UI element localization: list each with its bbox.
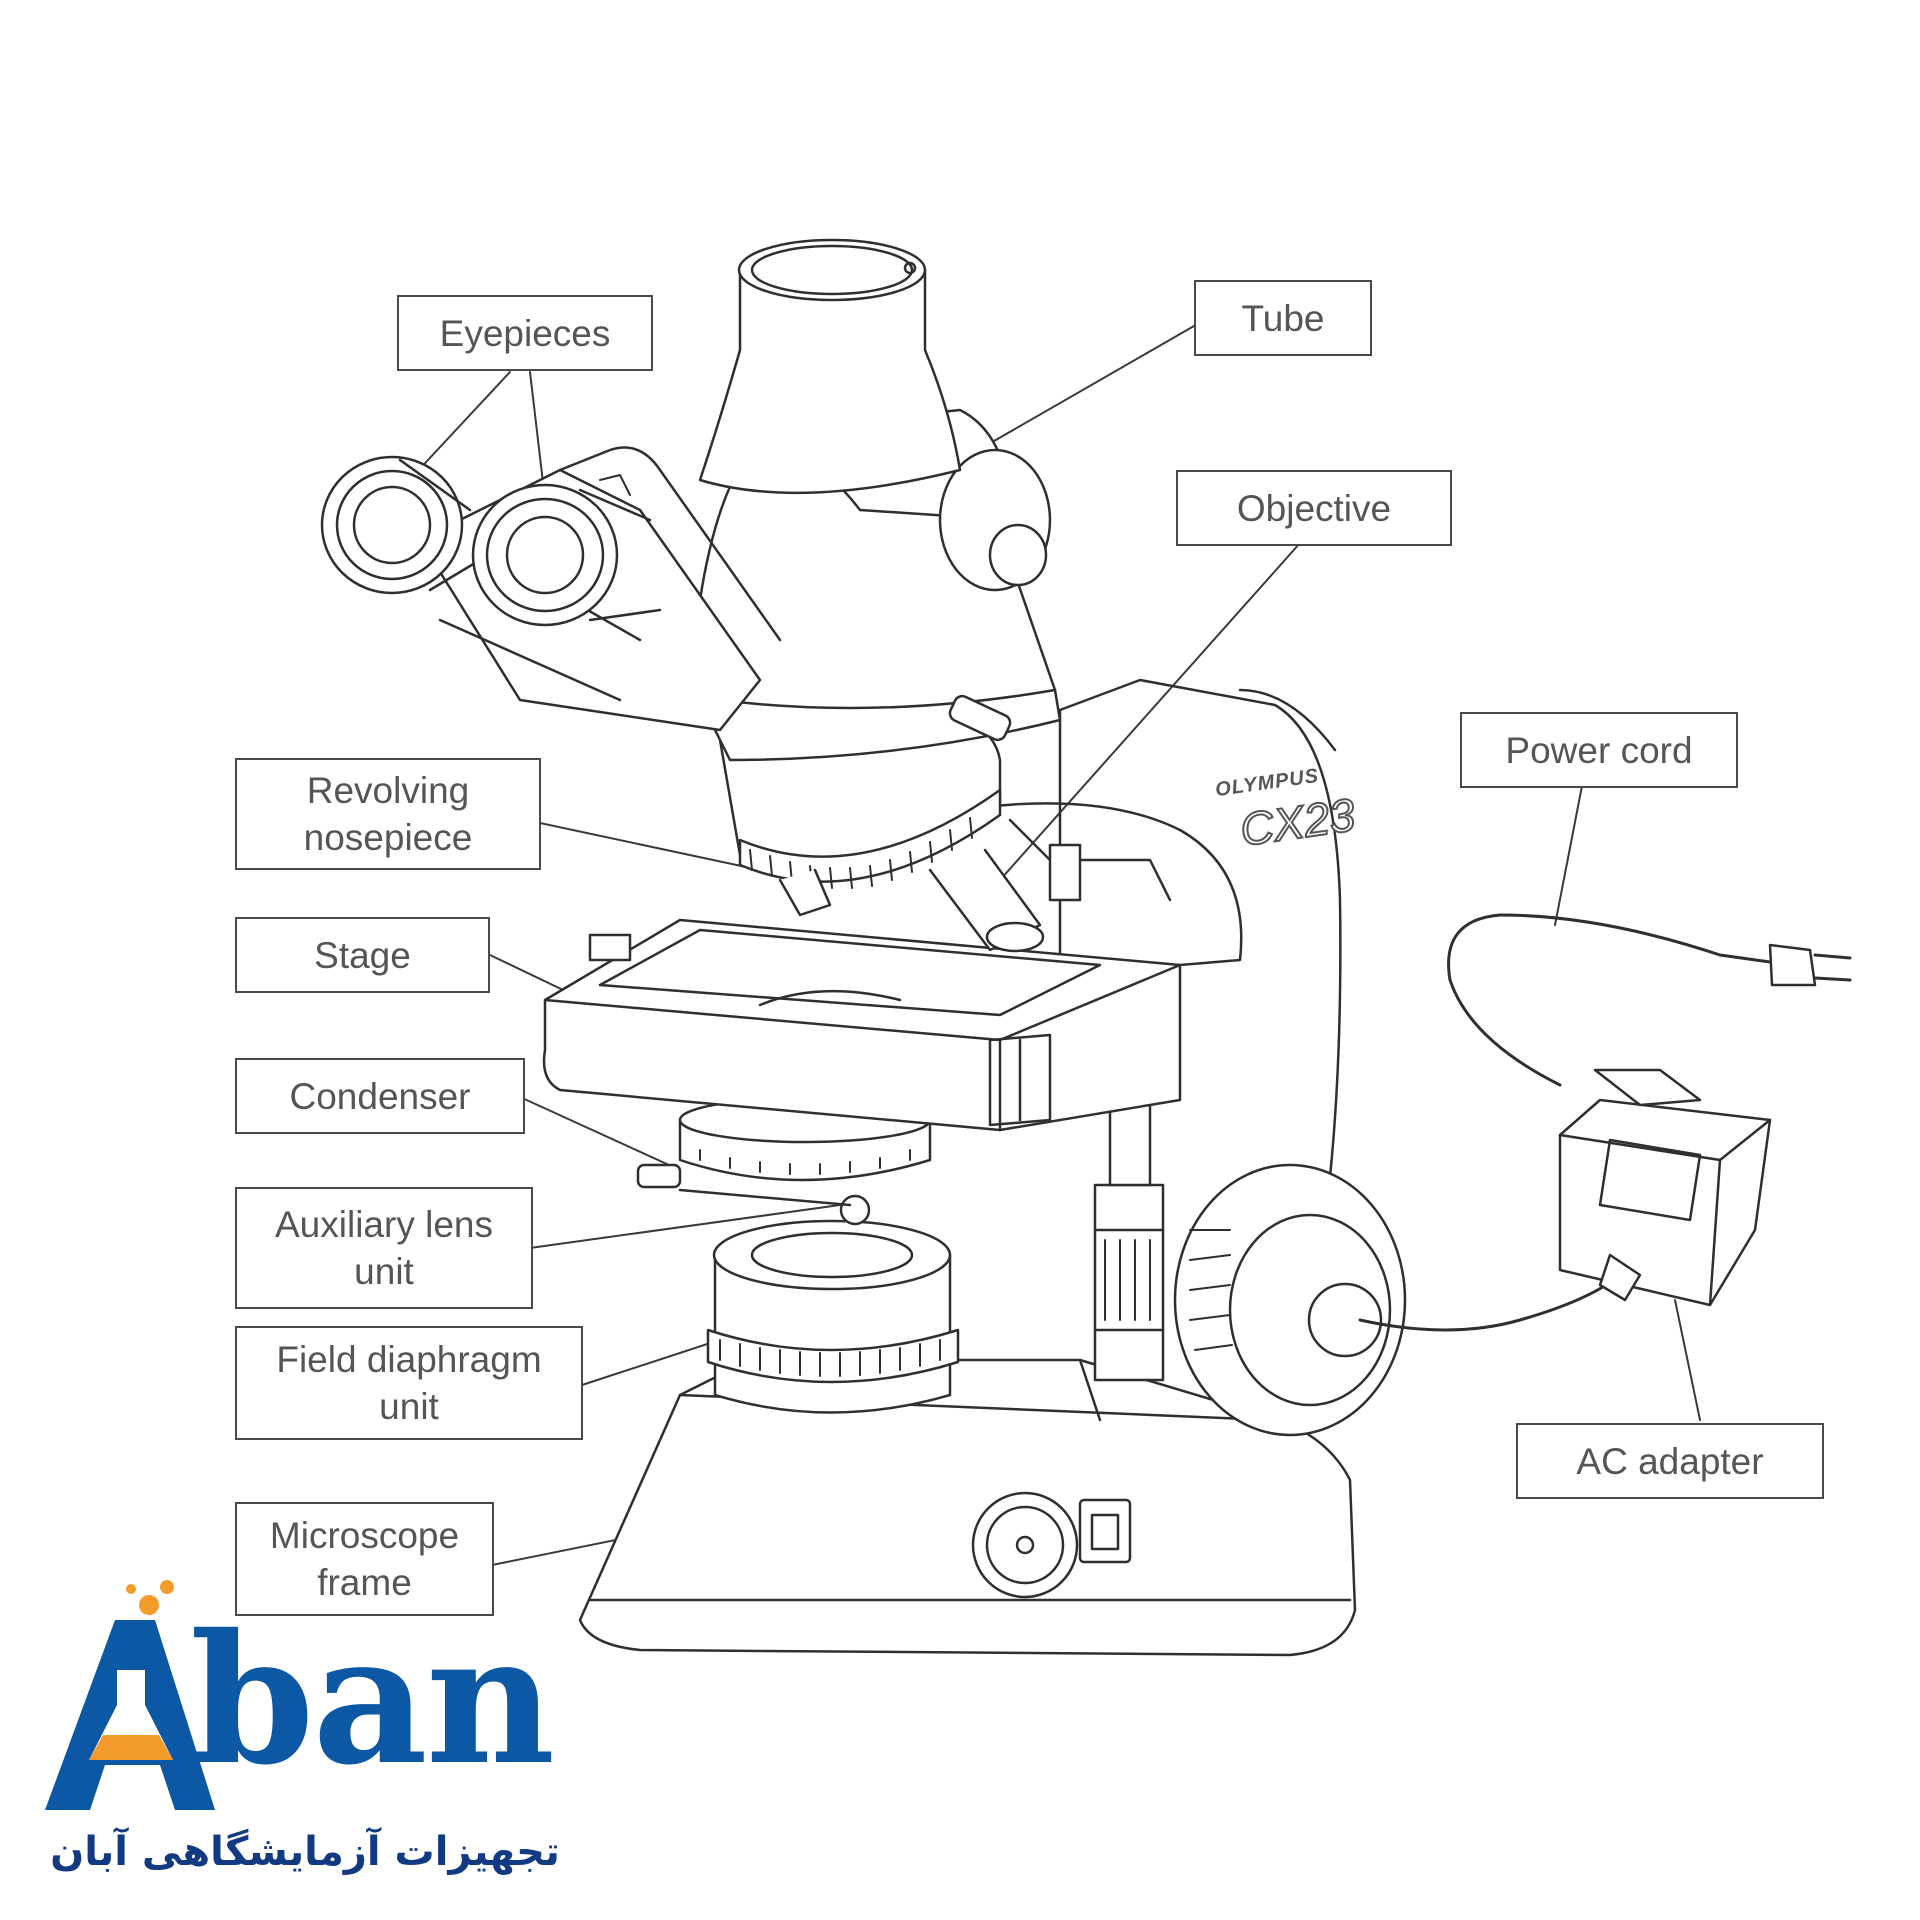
auxiliary-lens-shape	[678, 1188, 871, 1226]
label-ac-adapter: AC adapter	[1576, 1440, 1764, 1482]
head-shape	[698, 408, 1062, 762]
label-microscope-frame-line1: Microscope	[269, 1515, 460, 1556]
eyepieces-shape	[320, 446, 782, 732]
label-auxiliary-lens-unit-line2: unit	[354, 1251, 414, 1292]
label-field-diaphragm-unit-line2: unit	[379, 1386, 439, 1427]
flask-a-icon	[45, 1580, 215, 1810]
label-tube: Tube	[1241, 297, 1325, 339]
label-condenser: Condenser	[289, 1075, 471, 1117]
logo-a-letter: A	[45, 1575, 190, 1825]
callout-stage: Stage	[235, 917, 490, 993]
tube-shape	[698, 238, 962, 495]
arm-shape	[958, 802, 1243, 967]
logo-tagline: تجهیزات آزمایشگاهی آبان	[50, 1829, 560, 1875]
label-stage: Stage	[314, 934, 411, 976]
label-revolving-nosepiece-line1: Revolving	[306, 770, 470, 811]
callout-field-diaphragm-unit: Field diaphragm unit	[235, 1326, 583, 1440]
base-controls	[971, 1491, 1132, 1599]
aban-logo: Aban تجهیزات آزمایشگاهی آبان	[45, 1575, 565, 1880]
ac-adapter-shape	[1558, 1068, 1772, 1307]
callout-condenser: Condenser	[235, 1058, 525, 1134]
microscope-frame-shape	[578, 678, 1357, 1657]
logo-rest-letters: ban	[190, 1595, 555, 1804]
focus-column	[1093, 1058, 1407, 1437]
callout-power-cord: Power cord	[1460, 712, 1738, 788]
field-diaphragm-shape	[706, 1219, 960, 1414]
logo-wordmark: Aban	[45, 1575, 565, 1825]
callout-ac-adapter: AC adapter	[1516, 1423, 1824, 1499]
label-revolving-nosepiece-line2: nosepiece	[303, 817, 473, 858]
stage-shape	[542, 918, 1182, 1132]
callout-auxiliary-lens-unit: Auxiliary lens unit	[235, 1187, 533, 1309]
callout-tube: Tube	[1194, 280, 1372, 356]
callout-revolving-nosepiece: Revolving nosepiece	[235, 758, 541, 870]
power-cord-shape	[1358, 913, 1852, 1332]
label-microscope-frame-line2: frame	[317, 1562, 412, 1603]
label-eyepieces: Eyepieces	[439, 312, 611, 354]
label-auxiliary-lens-unit-line1: Auxiliary lens	[275, 1204, 493, 1245]
callout-eyepieces: Eyepieces	[397, 295, 653, 371]
callout-microscope-frame: Microscope frame	[235, 1502, 494, 1616]
label-objective: Objective	[1236, 487, 1392, 529]
callout-objective: Objective	[1176, 470, 1452, 546]
label-field-diaphragm-unit-line1: Field diaphragm	[276, 1339, 542, 1380]
label-power-cord: Power cord	[1505, 729, 1693, 771]
